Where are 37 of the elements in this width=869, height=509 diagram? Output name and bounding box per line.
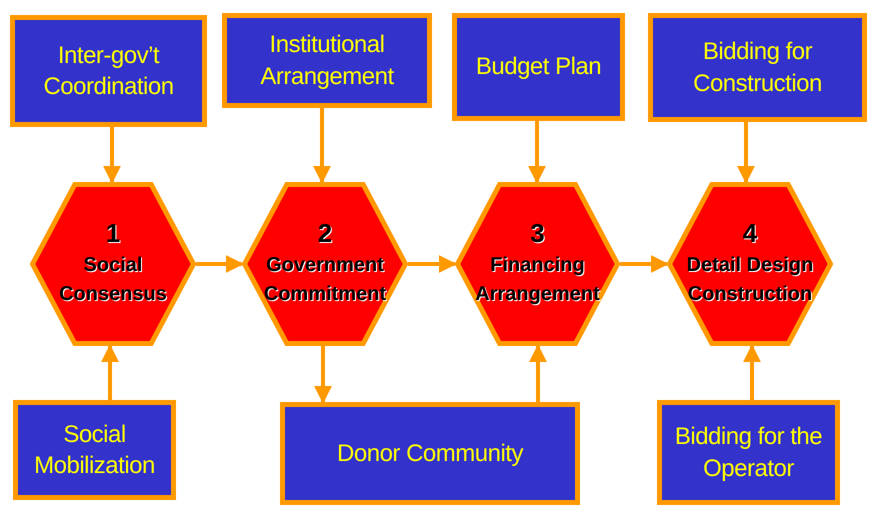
process-hexagon	[667, 182, 833, 346]
arrow	[737, 122, 755, 184]
step-number: 3	[530, 218, 545, 248]
process-hexagon	[455, 182, 620, 346]
arrow	[743, 344, 761, 400]
box-label: Bidding for the Operator	[674, 422, 824, 484]
box-label: Bidding for Construction	[692, 37, 823, 98]
box-label: Institutional Arrangement	[259, 30, 395, 92]
step-label: Social Consensus	[58, 253, 168, 308]
step-number: 1	[106, 218, 120, 248]
arrow	[528, 121, 546, 184]
arrow	[529, 344, 547, 402]
arrow	[408, 255, 457, 273]
box-label: Social Mobilization	[33, 420, 156, 481]
box-label: Budget Plan	[476, 52, 602, 82]
process-box	[13, 400, 176, 500]
arrow	[620, 255, 669, 273]
process-box	[222, 13, 432, 108]
process-box	[648, 13, 867, 122]
process-hexagon	[30, 182, 196, 346]
step-label: Government Commitment	[262, 253, 388, 308]
box-label: Donor Community	[337, 438, 523, 469]
process-box	[657, 400, 840, 505]
process-hexagon	[242, 182, 408, 346]
process-box	[10, 15, 207, 127]
arrow	[196, 255, 244, 273]
step-label: Financing Arrangement	[474, 253, 601, 308]
arrow	[313, 108, 331, 184]
step-number: 4	[742, 218, 758, 248]
box-label: Inter-gov’t Coordination	[42, 40, 175, 102]
step-number: 2	[318, 218, 332, 248]
arrow	[314, 346, 332, 404]
arrow	[103, 127, 121, 184]
step-label: Detail Design Construction	[686, 253, 814, 308]
process-box	[280, 402, 580, 505]
arrow	[101, 344, 119, 400]
process-box	[452, 13, 625, 121]
